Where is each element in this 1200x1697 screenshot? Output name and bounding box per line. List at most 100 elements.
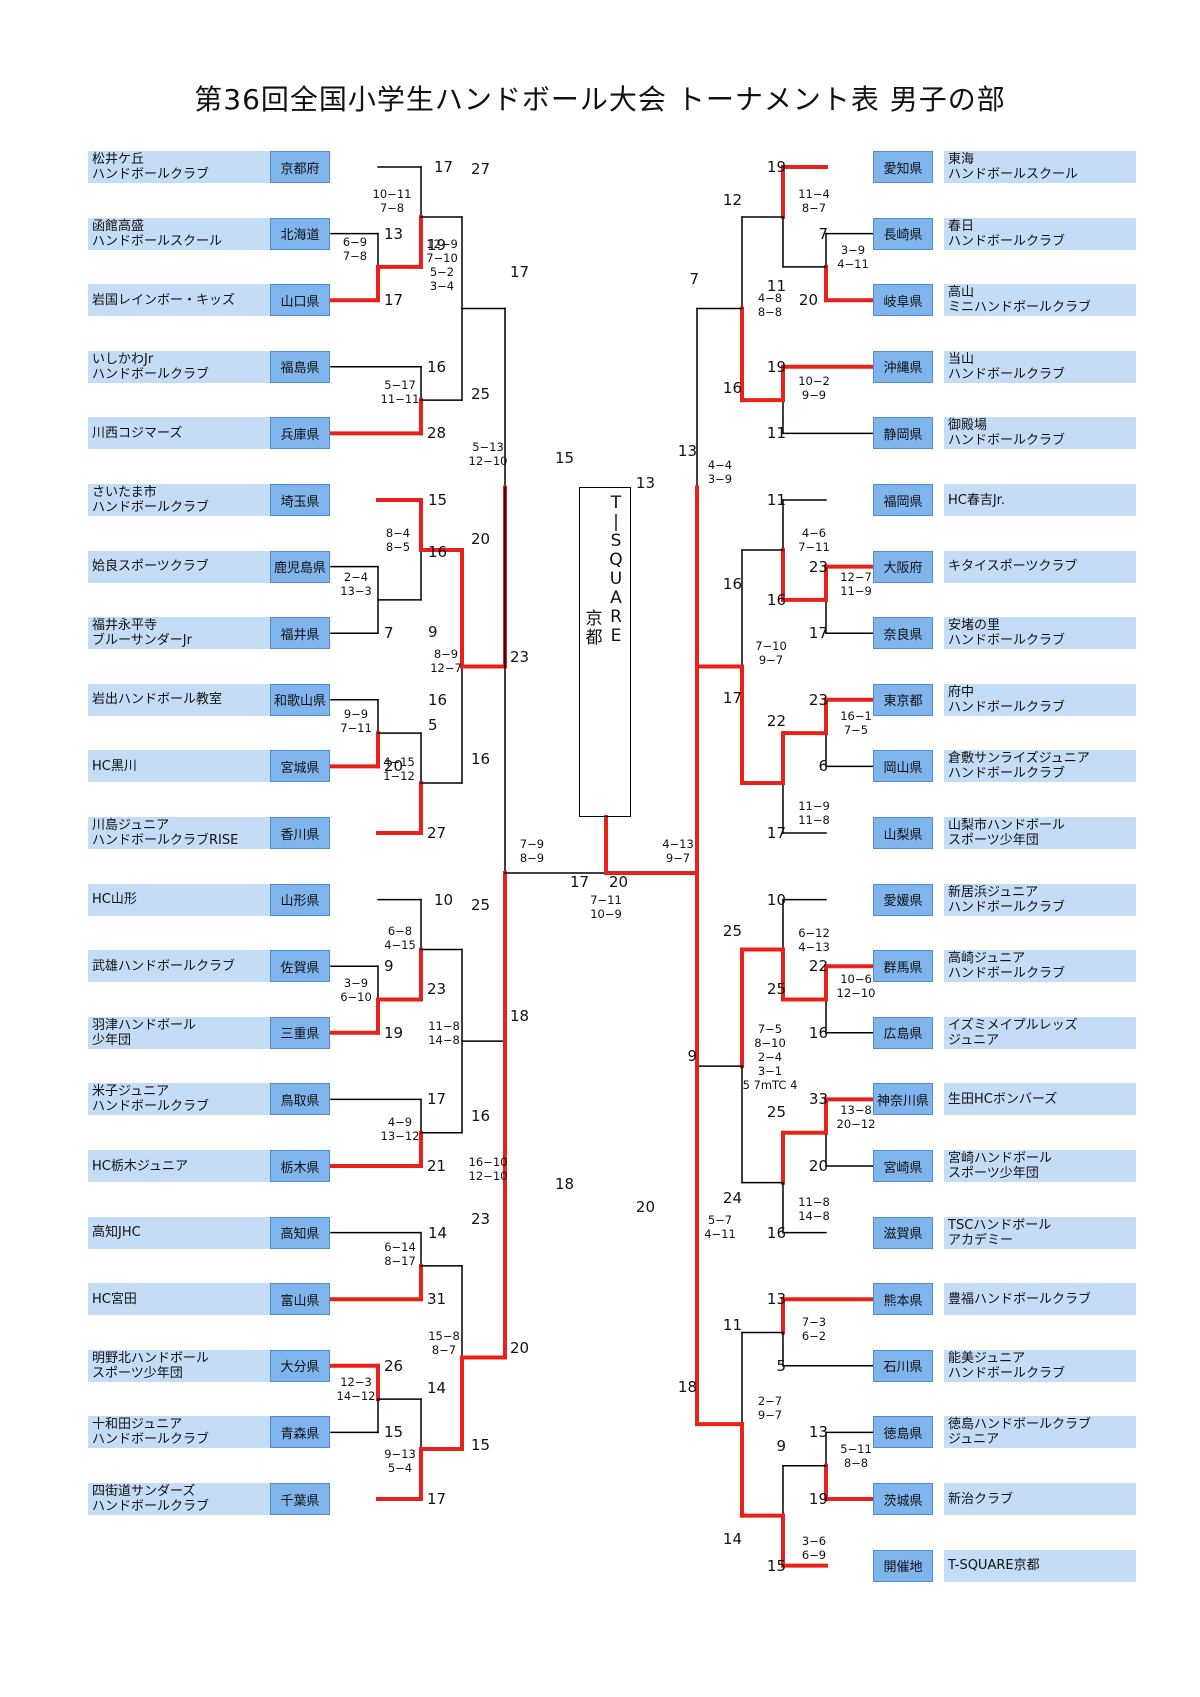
right-team-name: 府中 ハンドボールクラブ <box>944 683 1136 716</box>
score-label: 19 <box>808 1490 828 1508</box>
left-team-prefecture: 兵庫県 <box>270 417 330 450</box>
left-team-prefecture: 鹿児島県 <box>270 550 330 583</box>
period-score-label: 16−10 12−10 <box>468 1155 508 1184</box>
left-team-prefecture: 福島県 <box>270 350 330 383</box>
right-team-name: 安堵の里 ハンドボールクラブ <box>944 617 1136 650</box>
left-team-name: 岩国レインボー・キッズ <box>88 284 280 317</box>
score-label: 28 <box>427 424 447 443</box>
right-team-name: 高山 ミニハンドボールクラブ <box>944 284 1136 317</box>
score-label: 15 <box>428 491 448 509</box>
right-team-name: イズミメイプルレッズ ジュニア <box>944 1016 1136 1049</box>
right-team-name: 徳島ハンドボールクラブ ジュニア <box>944 1416 1136 1449</box>
left-team-name: 福井永平寺 ブルーサンダーJr <box>88 617 280 650</box>
score-label: 17 <box>384 291 404 310</box>
period-score-label: 13−8 20−12 <box>836 1102 876 1131</box>
left-team-prefecture: 埼玉県 <box>270 484 330 516</box>
period-score-label: 12−3 14−12 <box>336 1375 376 1404</box>
score-label: 14 <box>427 1379 447 1398</box>
right-team-name: 宮崎ハンドボール スポーツ少年団 <box>944 1150 1136 1182</box>
right-team-prefecture: 大阪府 <box>873 550 933 583</box>
left-team-prefecture: 栃木県 <box>270 1150 330 1182</box>
score-label: 11 <box>766 424 786 443</box>
score-label: 16 <box>427 357 447 376</box>
period-score-label: 3−6 6−9 <box>801 1533 827 1562</box>
score-label: 27 <box>471 159 491 178</box>
score-label: 23 <box>510 647 530 666</box>
period-score-label: 12−9 7−10 5−2 3−4 <box>426 236 458 293</box>
left-team-prefecture: 千葉県 <box>270 1483 330 1515</box>
score-label: 19 <box>427 235 447 254</box>
left-team-prefecture: 京都府 <box>270 151 330 183</box>
champion-box-pref: 京 都 <box>585 609 603 648</box>
score-label: 15 <box>766 1556 786 1575</box>
left-team-prefecture: 和歌山県 <box>270 683 330 716</box>
score-label: 20 <box>510 1339 530 1358</box>
score-label: 19 <box>384 1023 404 1042</box>
right-team-prefecture: 茨城県 <box>873 1483 933 1515</box>
left-team-name: HC宮田 <box>88 1283 280 1316</box>
period-score-label: 7−11 10−9 <box>590 893 622 921</box>
score-label: 20 <box>471 529 491 548</box>
score-label: 14 <box>428 1223 448 1242</box>
right-team-prefecture: 愛媛県 <box>873 883 933 916</box>
score-label: 13 <box>677 441 697 460</box>
score-label: 13 <box>635 474 655 492</box>
right-team-prefecture: 福岡県 <box>873 484 933 516</box>
score-label: 6 <box>818 757 828 776</box>
left-team-name: 武雄ハンドボールクラブ <box>88 950 280 983</box>
score-label: 17 <box>510 262 530 281</box>
score-label: 9 <box>687 1047 697 1066</box>
left-team-name: 川西コジマーズ <box>88 417 280 450</box>
right-team-name: 当山 ハンドボールクラブ <box>944 350 1136 383</box>
score-label: 24 <box>722 1188 742 1207</box>
score-label: 17 <box>766 824 786 842</box>
period-score-label: 15−8 8−7 <box>428 1329 460 1358</box>
left-team-name: 四街道サンダーズ ハンドボールクラブ <box>88 1483 280 1515</box>
score-label: 20 <box>384 757 404 776</box>
left-team-prefecture: 大分県 <box>270 1349 330 1382</box>
left-team-prefecture: 香川県 <box>270 817 330 849</box>
score-label: 17 <box>722 688 742 707</box>
period-score-label: 10−11 7−8 <box>372 187 412 215</box>
right-team-prefecture: 静岡県 <box>873 417 933 450</box>
left-team-name: 岩出ハンドボール教室 <box>88 683 280 716</box>
period-score-label: 4−13 9−7 <box>662 837 694 865</box>
score-label: 19 <box>766 357 786 376</box>
score-label: 18 <box>555 1175 575 1194</box>
score-label: 17 <box>808 624 828 643</box>
right-team-prefecture: 沖縄県 <box>873 350 933 383</box>
period-score-label: 6−12 4−13 <box>798 925 830 954</box>
score-label: 20 <box>608 873 628 891</box>
score-label: 11 <box>766 276 786 295</box>
left-team-name: HC山形 <box>88 883 280 916</box>
score-label: 16 <box>471 750 491 769</box>
period-score-label: 10−6 12−10 <box>836 971 876 1000</box>
left-team-name: HC栃木ジュニア <box>88 1150 280 1182</box>
score-label: 7 <box>689 269 699 288</box>
score-label: 16 <box>428 542 448 561</box>
period-score-label: 4−6 7−11 <box>798 526 830 554</box>
period-score-label: 7−3 6−2 <box>801 1314 827 1343</box>
period-score-label: 7−10 9−7 <box>755 638 787 667</box>
right-team-name: 高崎ジュニア ハンドボールクラブ <box>944 950 1136 983</box>
period-score-label: 11−4 8−7 <box>798 187 830 215</box>
score-label: 16 <box>428 690 448 709</box>
right-team-name: 東海 ハンドボールスクール <box>944 151 1136 183</box>
score-label: 9 <box>384 957 394 976</box>
period-score-label: 2−7 9−7 <box>757 1394 783 1423</box>
right-team-name: 春日 ハンドボールクラブ <box>944 217 1136 250</box>
period-score-label: 11−8 14−8 <box>798 1194 830 1223</box>
score-label: 25 <box>766 1102 786 1121</box>
score-label: 23 <box>808 557 828 576</box>
score-label: 16 <box>722 379 742 398</box>
left-team-prefecture: 山形県 <box>270 883 330 916</box>
score-label: 7 <box>384 624 394 643</box>
period-score-label: 3−9 4−11 <box>837 242 869 271</box>
score-label: 25 <box>766 979 786 998</box>
right-team-prefecture: 奈良県 <box>873 617 933 650</box>
score-label: 13 <box>766 1290 786 1309</box>
score-label: 9 <box>428 622 438 641</box>
right-team-prefecture: 岡山県 <box>873 750 933 783</box>
score-label: 10 <box>434 890 454 909</box>
left-team-prefecture: 佐賀県 <box>270 950 330 983</box>
